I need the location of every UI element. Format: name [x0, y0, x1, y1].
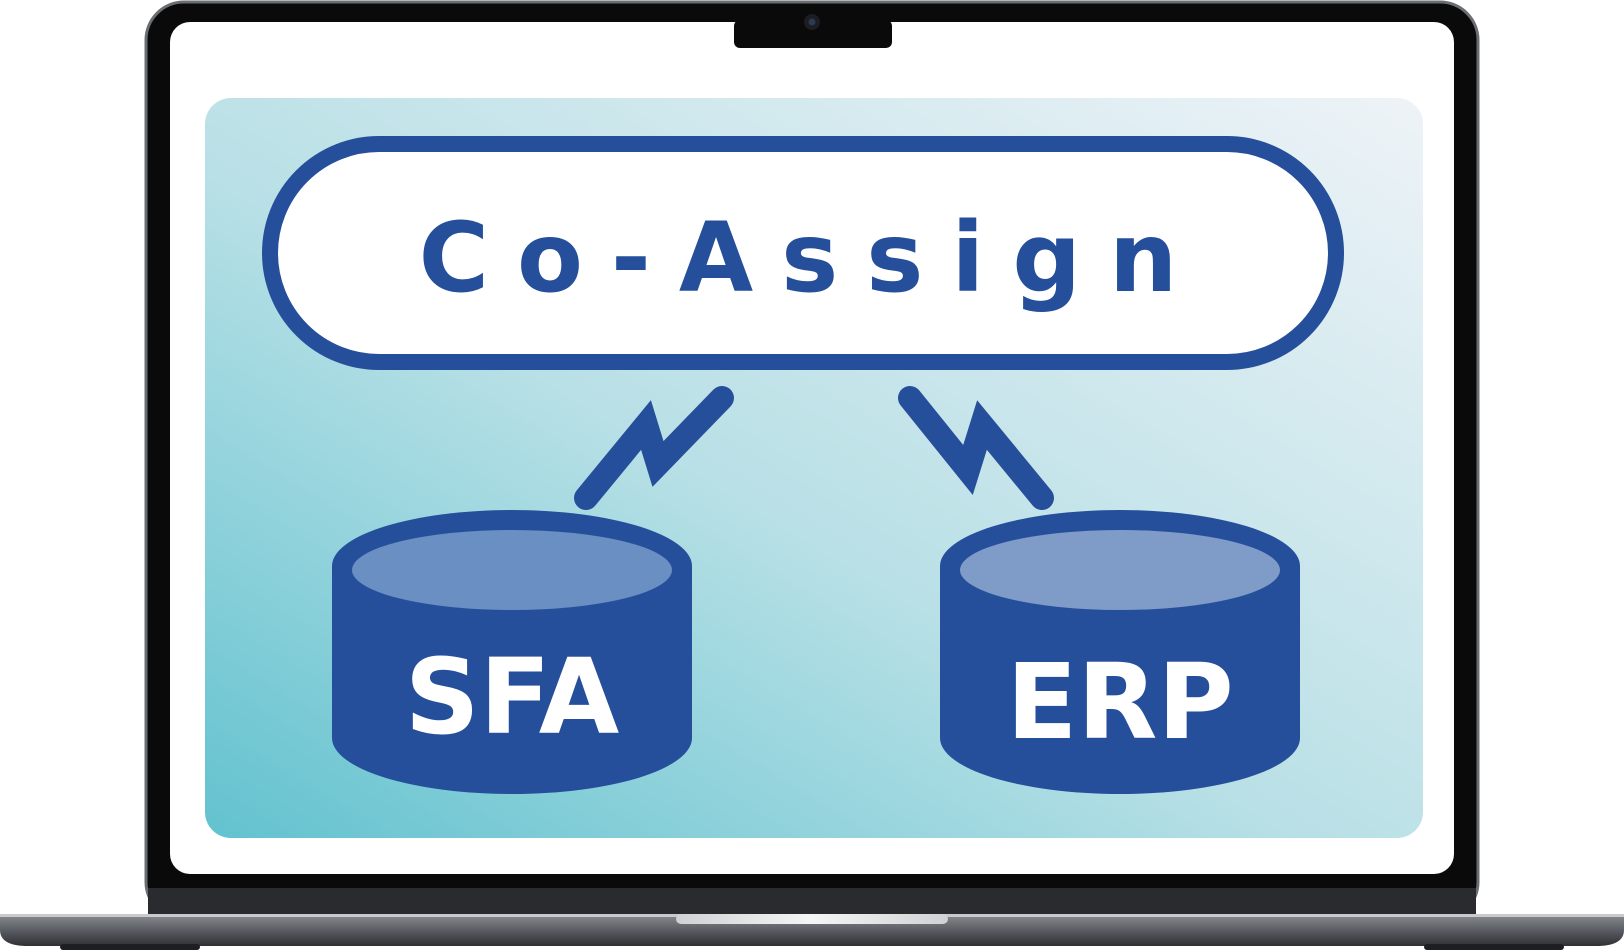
title-pill	[262, 136, 1344, 370]
trackpad-notch	[676, 914, 948, 924]
database-erp: ERP	[940, 510, 1300, 794]
laptop-foot-right	[1424, 944, 1564, 950]
laptop-chin	[148, 888, 1476, 914]
database-label: SFA	[405, 636, 620, 758]
laptop-base	[0, 914, 1624, 946]
laptop-foot-left	[60, 944, 200, 950]
diagram-title: Co-Assign	[419, 202, 1206, 314]
database-sfa: SFA	[332, 510, 692, 794]
database-label: ERP	[1006, 641, 1233, 763]
lightning-bolt-icon	[898, 386, 1054, 510]
camera-notch	[734, 20, 892, 48]
lightning-bolt-icon	[574, 386, 734, 510]
camera-icon	[804, 14, 820, 30]
